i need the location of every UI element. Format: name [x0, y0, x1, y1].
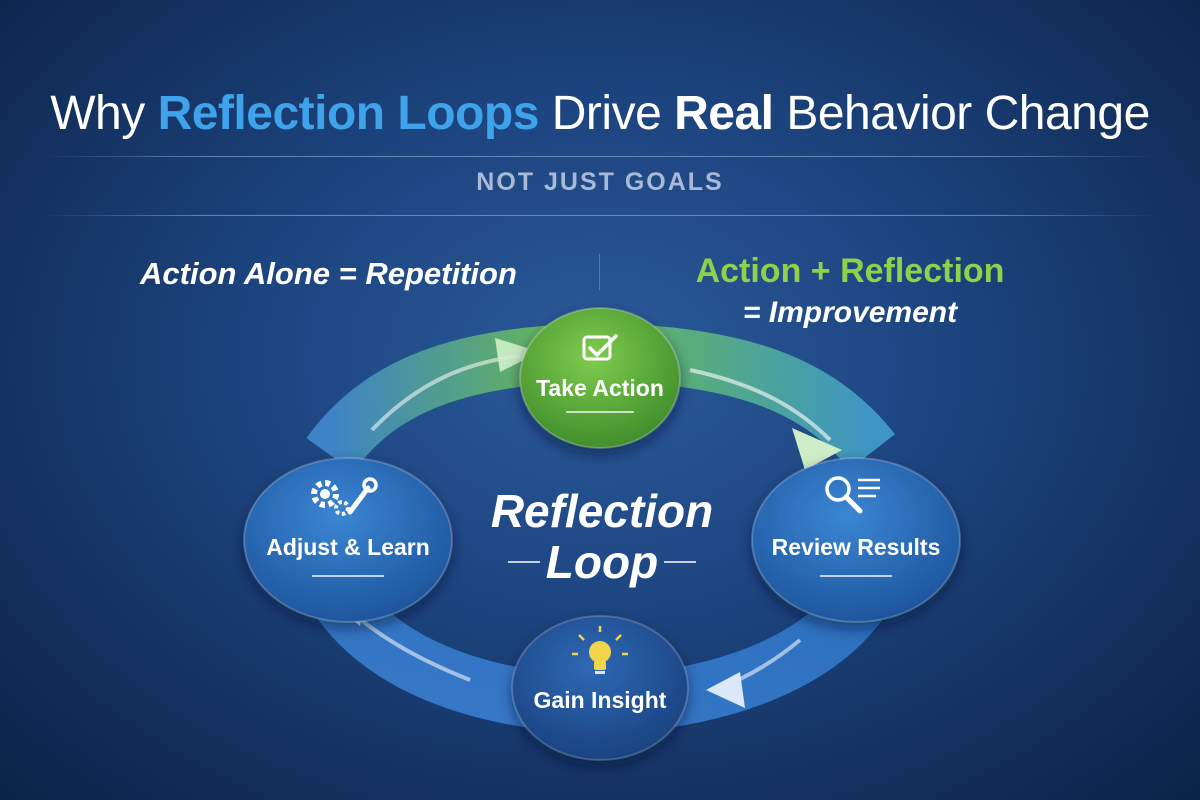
- center-label: Reflection Loop: [491, 485, 713, 588]
- arrow-to-gain-insight: [706, 672, 745, 708]
- title-divider-bottom: [40, 215, 1160, 216]
- lightbulb-icon: [572, 626, 628, 674]
- arc-highlight-top-right: [689, 368, 832, 442]
- title-highlight-reflection-loops: Reflection Loops: [157, 87, 540, 140]
- center-label-line2: Loop: [546, 536, 658, 588]
- center-label-line1: Reflection: [491, 485, 713, 537]
- equation-divider: [599, 254, 600, 290]
- arc-highlight-bottom-left: [353, 613, 471, 682]
- node-gain-insight: Gain Insight: [511, 615, 689, 761]
- title-word-real: Real: [674, 87, 774, 140]
- subtitle: NOT JUST GOALS: [476, 168, 724, 196]
- title-divider-top: [40, 156, 1160, 157]
- right-equation-line2: = Improvement: [742, 296, 958, 329]
- checkbox-icon: [582, 334, 618, 361]
- arrow-to-take-action: [495, 338, 540, 372]
- node-take-action: Take Action: [519, 307, 681, 449]
- page-title: Why Reflection Loops Drive Real Behavior…: [0, 86, 1200, 141]
- left-equation: Action Alone = Repetition: [140, 256, 517, 291]
- title-word-why: Why: [50, 87, 145, 140]
- node-label-adjust-learn: Adjust & Learn: [266, 534, 430, 560]
- node-label-gain-insight: Gain Insight: [534, 687, 667, 713]
- node-review-results: Review Results: [751, 457, 961, 623]
- node-label-take-action: Take Action: [536, 375, 664, 401]
- node-label-review-results: Review Results: [772, 534, 941, 560]
- arrow-to-review-results: [792, 428, 842, 470]
- gears-wrench-icon: [311, 477, 378, 516]
- title-word-behavior-change: Behavior Change: [786, 87, 1150, 140]
- magnifier-list-icon: [825, 476, 880, 514]
- title-word-drive: Drive: [551, 87, 662, 140]
- right-equation-line1: Action + Reflection: [695, 252, 1005, 290]
- node-adjust-learn: Adjust & Learn: [243, 457, 453, 623]
